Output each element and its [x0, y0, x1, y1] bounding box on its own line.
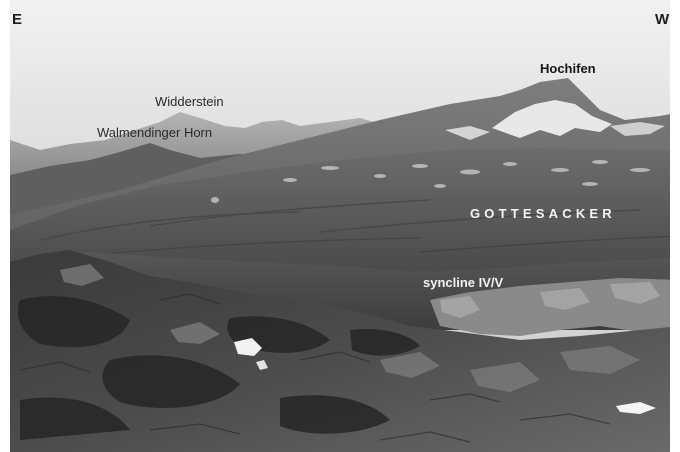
gottesacker-label: GOTTESACKER: [470, 206, 616, 221]
walmendinger-horn-label: Walmendinger Horn: [97, 125, 213, 140]
hochifen-label: Hochifen: [540, 61, 596, 76]
compass-west-label: W: [655, 11, 670, 28]
syncline-label: syncline IV/V: [423, 275, 504, 290]
widderstein-label: Widderstein: [155, 94, 224, 109]
compass-east-label: E: [12, 11, 23, 28]
